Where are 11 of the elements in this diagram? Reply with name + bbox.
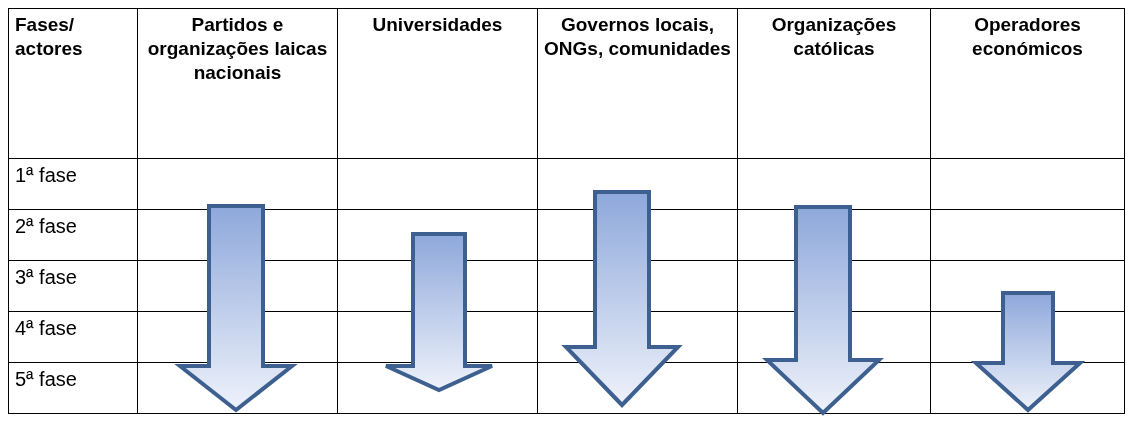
column-header: Governos locais, ONGs, comunidades: [537, 8, 738, 159]
row-header: 4ª fase: [8, 311, 138, 363]
row-header: 2ª fase: [8, 209, 138, 261]
column-header: Organizações católicas: [737, 8, 931, 159]
column-header: Operadores económicos: [930, 8, 1125, 159]
row-header: 1ª fase: [8, 158, 138, 210]
row-header: 5ª fase: [8, 362, 138, 414]
column-header: Partidos e organizações laicas nacionais: [137, 8, 338, 159]
corner-header: Fases/ actores: [8, 8, 138, 159]
column-header: Universidades: [337, 8, 538, 159]
row-header: 3ª fase: [8, 260, 138, 312]
